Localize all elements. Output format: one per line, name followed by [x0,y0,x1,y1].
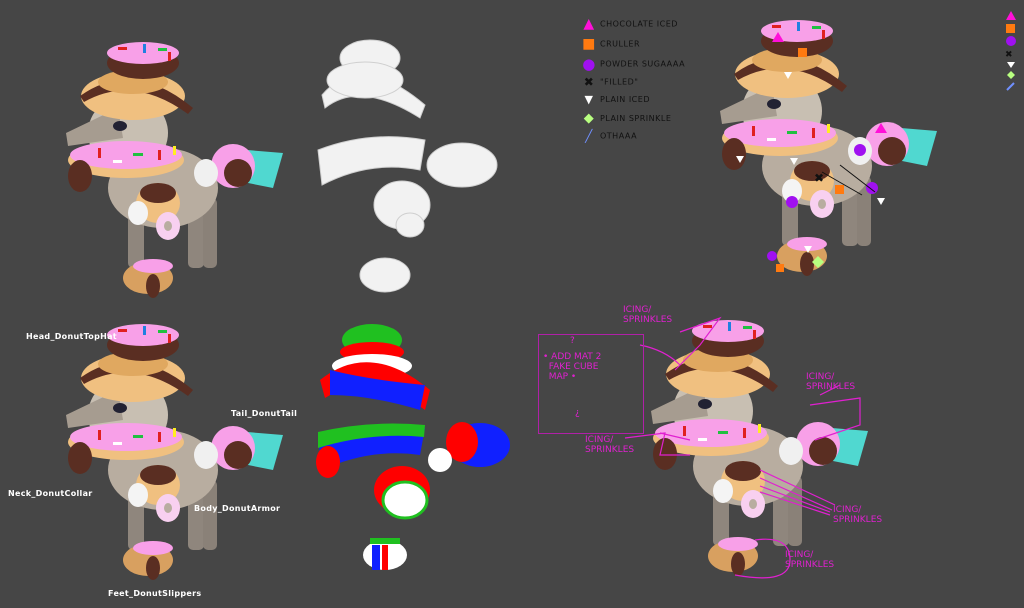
legend-filled: ✖"FILLED" [583,75,639,89]
donut-type-markers: ✖ [736,32,887,272]
circle-icon: ● [582,55,596,73]
mini-legend-icons: ✖ [1005,11,1016,91]
note-fake-cube-map: • ADD MAT 2 FAKE CUBE MAP • [543,352,602,382]
line-icon: ╱ [585,129,593,143]
creature-model-legend-markers [720,20,937,276]
label-feet: Feet_DonutSlippers [108,589,202,598]
label-head: Head_DonutTopHat [26,332,117,341]
diamond-icon: ◆ [583,111,595,126]
note-icing-hat: ICING/ SPRINKLES [623,305,673,325]
legend-cruller: ■CRULLER [582,36,641,52]
note-question: ? [570,336,575,346]
triangle-icon: ▲ [583,16,595,32]
note-icing-body: ICING/ SPRINKLES [833,505,883,525]
note-inverted-question: ¿ [575,408,580,418]
legend-plain-sprinkle: ◆PLAIN SPRINKLE [583,111,672,126]
svg-text:✖: ✖ [814,171,824,185]
uv-colored-mesh-pieces [316,324,510,570]
creature-model-labeled [66,324,283,580]
legend-plain-iced: ▼PLAIN ICED [582,93,650,106]
annotation-strokes [624,316,861,579]
note-icing-tail: ICING/ SPRINKLES [806,372,856,392]
label-tail: Tail_DonutTail [231,409,298,418]
legend-chocolate-iced: ▲CHOCOLATE ICED [583,16,678,32]
down-triangle-icon: ▼ [584,93,594,106]
note-icing-collar: ICING/ SPRINKLES [585,435,635,455]
label-neck: Neck_DonutCollar [8,489,93,498]
note-icing-feet: ICING/ SPRINKLES [785,550,835,570]
svg-text:✖: ✖ [1005,50,1013,60]
label-body: Body_DonutArmor [194,504,281,513]
legend-powder-sugar: ●POWDER SUGAAAA [582,55,686,73]
creature-model-annotated [651,320,868,576]
square-icon: ■ [582,36,596,52]
legend-other: ╱OTHAAA [582,129,637,143]
creature-model-top-left [66,42,283,298]
x-icon: ✖ [583,75,595,89]
note-box [538,334,644,434]
untextured-mesh-pieces [317,39,498,293]
